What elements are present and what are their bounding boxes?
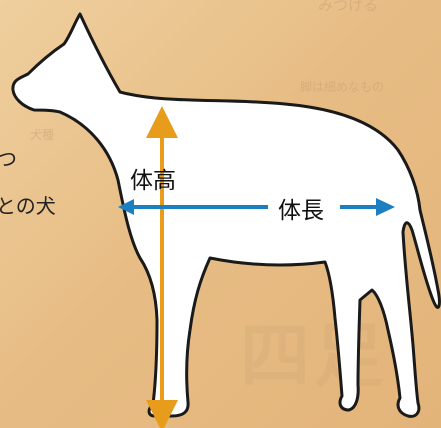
length-arrow-right-head [376,198,395,216]
background-text-fragment: 犬種 [30,128,55,142]
dog-silhouette [11,12,441,418]
length-arrow-left-head [118,199,134,215]
side-text-line-1: つ [0,147,17,171]
background-text-fragment: みつける [318,0,379,14]
label-body-height: 体高 [130,168,176,194]
background-text-fragment: 脚は細めなもの [300,80,385,94]
label-body-length: 体長 [278,198,324,224]
side-text-line-2: との犬 [0,194,56,218]
